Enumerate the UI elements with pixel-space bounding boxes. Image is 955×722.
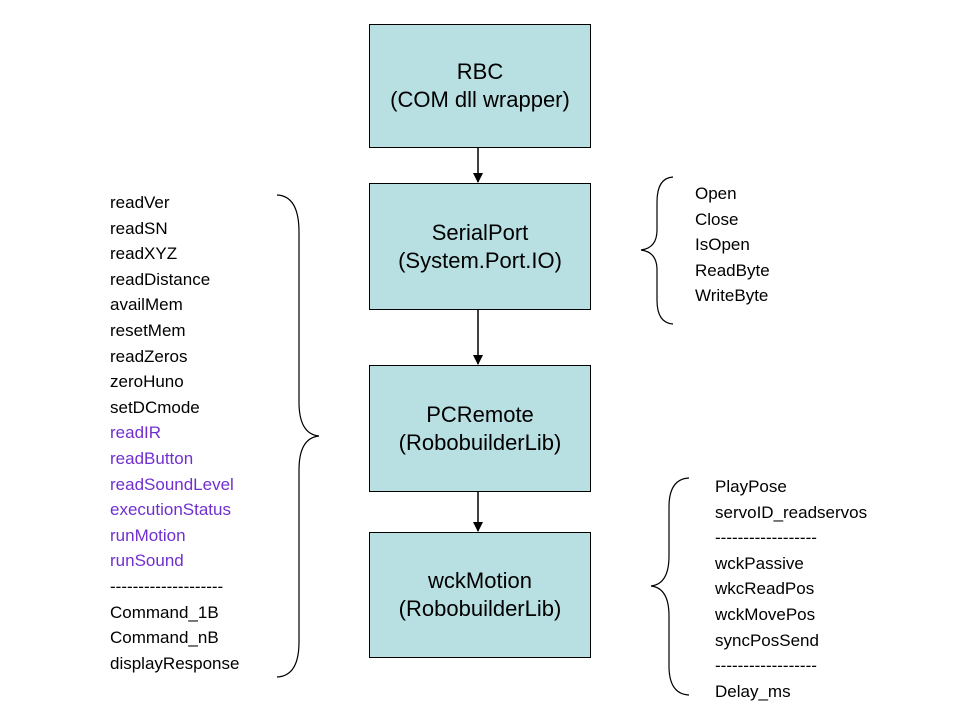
method-item: readIR	[110, 423, 162, 443]
method-item: WriteByte	[695, 286, 769, 306]
method-item: displayResponse	[110, 653, 240, 673]
method-item: servoID_readservos	[715, 502, 868, 522]
method-item: ------------------	[715, 656, 817, 676]
wckmotion-method-list: PlayPose servoID_readservos --------------…	[715, 474, 867, 704]
method-item: readZeros	[110, 346, 188, 366]
method-item: Command_nB	[110, 628, 219, 648]
method-item: readVer	[110, 193, 170, 212]
method-item: --------------------	[110, 576, 224, 596]
pcremote-subtitle: (RobobuilderLib)	[398, 429, 562, 455]
method-item: syncPosSend	[715, 630, 819, 650]
method-item: Delay_ms	[715, 681, 791, 701]
rbc-title: RBC	[456, 59, 504, 84]
method-item: availMem	[110, 295, 183, 315]
wckmotion-box: wckMotion (RobobuilderLib)	[369, 532, 591, 658]
method-item: IsOpen	[695, 235, 750, 255]
method-item: runSound	[110, 551, 184, 571]
method-item: readSN	[110, 218, 168, 238]
pcremote-box: PCRemote (RobobuilderLib)	[369, 365, 591, 492]
rbc-subtitle: (COM dll wrapper)	[390, 87, 570, 112]
serialport-box: SerialPort (System.Port.IO)	[369, 183, 591, 310]
pcremote-title: PCRemote	[426, 401, 534, 427]
method-item: readXYZ	[110, 244, 178, 264]
method-item: readSoundLevel	[110, 474, 234, 494]
serialport-subtitle: (System.Port.IO)	[398, 247, 562, 273]
method-item: ------------------	[715, 528, 817, 548]
wckmotion-title: wckMotion	[428, 568, 532, 593]
method-item: Close	[695, 209, 739, 229]
left-brace	[276, 194, 320, 678]
method-item: runMotion	[110, 525, 186, 545]
method-item: setDCmode	[110, 397, 200, 417]
method-item: wkcReadPos	[715, 579, 815, 599]
method-item: PlayPose	[715, 477, 787, 496]
serialport-title: SerialPort	[431, 219, 529, 245]
method-item: wckPassive	[715, 553, 804, 573]
method-item: Command_1B	[110, 602, 219, 622]
method-item: wckMovePos	[715, 604, 816, 624]
method-item: readButton	[110, 448, 194, 468]
wckmotion-brace	[650, 477, 690, 696]
method-item: resetMem	[110, 320, 186, 340]
method-item: ReadByte	[695, 260, 770, 280]
wckmotion-subtitle: (RobobuilderLib)	[398, 596, 562, 621]
method-item: zeroHuno	[110, 372, 184, 392]
serialport-brace	[640, 176, 674, 325]
method-item: readDistance	[110, 269, 211, 289]
method-item: executionStatus	[110, 500, 231, 520]
pcremote-method-list: readVer readSN readXYZ readDistance availMem…	[110, 190, 239, 676]
method-item: Open	[695, 184, 737, 203]
rbc-box: RBC (COM dll wrapper)	[369, 24, 591, 148]
